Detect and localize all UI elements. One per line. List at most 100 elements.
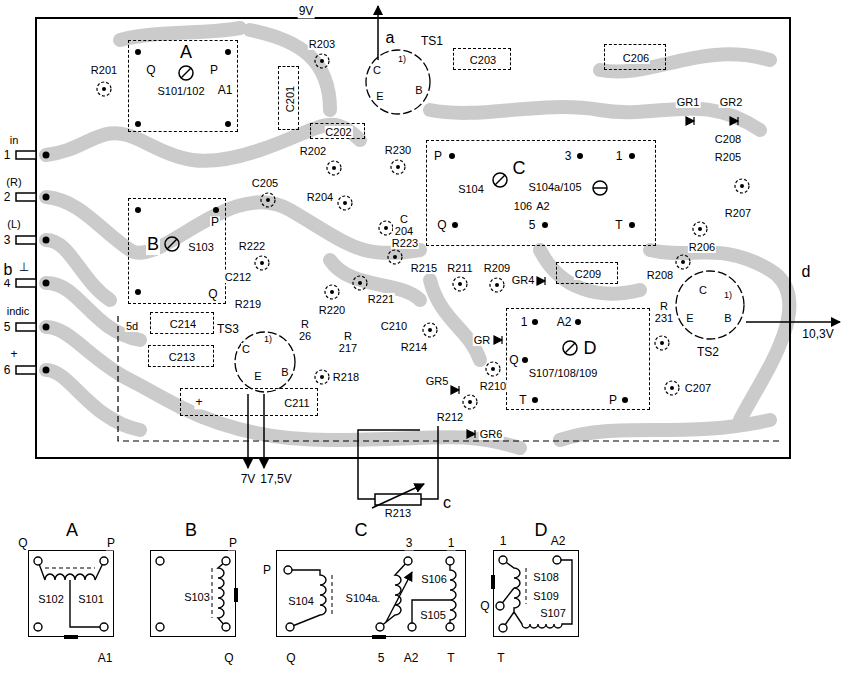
coil-symbol — [288, 570, 326, 627]
resistor-ring — [486, 362, 500, 376]
part-label: in — [9, 134, 20, 146]
solder-pad — [135, 121, 141, 127]
part-label: T — [496, 652, 505, 665]
solder-pad — [577, 153, 583, 159]
part-label: R206 — [688, 241, 716, 253]
voltage-arrow — [263, 394, 265, 468]
resistor-pad — [320, 375, 324, 379]
part-label: R218 — [332, 371, 360, 383]
module-letter: A — [179, 43, 193, 63]
transistor-outline — [235, 332, 295, 392]
resistor-pad — [428, 328, 432, 332]
module-letter: B — [184, 521, 198, 541]
part-label: R221 — [367, 293, 395, 305]
solder-pad — [43, 324, 50, 331]
part-label: Q — [479, 600, 490, 613]
diode-symbol — [686, 117, 694, 125]
resistor-pad — [384, 226, 388, 230]
solder-pad — [542, 222, 548, 228]
module-schematic: CP31S104S104a.S106S105Q5A2T — [276, 550, 466, 637]
coil-core — [332, 575, 333, 615]
part-label: 1) — [723, 291, 733, 301]
resistor-pad — [740, 184, 744, 188]
part-label: R 26 — [294, 318, 316, 342]
module-pin — [446, 623, 454, 631]
capacitor-outline: C213 — [148, 345, 214, 367]
resistor-pad — [330, 290, 334, 294]
coil-symbol — [38, 561, 104, 580]
part-label: E — [375, 90, 384, 102]
part-label: S108 — [532, 571, 560, 583]
part-label: P — [106, 537, 116, 550]
coil-module: AS101/102QPA1 — [128, 40, 238, 132]
module-pin — [446, 557, 454, 565]
part-label: R203 — [308, 38, 336, 50]
copper-trace — [430, 280, 480, 360]
trimmer-symbol — [563, 341, 577, 355]
resistor-ring — [379, 221, 393, 235]
part-label: A2 — [550, 535, 567, 548]
module-pin — [100, 557, 108, 565]
part-label: Q — [17, 537, 28, 550]
module-pin — [284, 566, 292, 574]
resistor-ring — [463, 395, 477, 409]
module-key — [372, 635, 386, 639]
part-label: B — [723, 312, 732, 324]
capacitor-outline: C202 — [310, 123, 365, 139]
part-label: C210 — [380, 320, 408, 332]
solder-pad — [135, 49, 141, 55]
resistor-ring — [315, 370, 329, 384]
trimmer-symbol — [565, 343, 575, 353]
part-label: (R) — [5, 176, 22, 188]
part-label: 3 — [3, 234, 12, 247]
part-label: P — [209, 64, 219, 77]
part-label: C203 — [469, 54, 497, 66]
part-label: 3 — [405, 537, 414, 550]
part-label: 1 — [499, 535, 508, 548]
part-label: S106 — [420, 573, 448, 585]
part-label: C211 — [283, 397, 310, 409]
part-label: S104 — [457, 183, 485, 195]
coil-symbol — [218, 561, 226, 627]
resistor-pad — [491, 367, 495, 371]
capacitor-outline: C214 — [150, 312, 214, 334]
part-label: C201 — [283, 85, 295, 113]
part-label: A1 — [217, 84, 234, 97]
resistor-pad — [660, 341, 664, 345]
part-label: GR4 — [511, 274, 536, 286]
part-label: + — [194, 396, 203, 409]
resistor-ring — [353, 276, 367, 290]
part-label: 1) — [263, 335, 273, 345]
resistor-ring — [261, 193, 275, 207]
part-label: R201 — [90, 64, 118, 76]
resistor-ring — [97, 82, 111, 96]
part-label: C207 — [684, 382, 712, 394]
part-label: R 231 — [653, 300, 675, 324]
solder-pad — [522, 357, 528, 363]
trimmer-symbol — [179, 66, 193, 80]
part-label: S101/102 — [156, 85, 205, 97]
part-label: R230 — [384, 144, 412, 156]
part-label: T — [614, 219, 623, 232]
part-label: R210 — [479, 380, 507, 392]
resistor-ring — [490, 278, 504, 292]
module-pin — [376, 623, 384, 631]
copper-trace — [46, 197, 420, 253]
part-label: GR5 — [425, 375, 450, 387]
part-label: C209 — [574, 268, 602, 280]
connector-pin — [16, 279, 36, 287]
capacitor-outline: + C211 — [180, 388, 318, 416]
diode-symbol — [451, 117, 738, 438]
solder-pad — [452, 222, 458, 228]
module-pin — [499, 624, 507, 632]
callout-letter: b — [3, 261, 14, 279]
trimmer-symbol — [495, 175, 505, 185]
resistor-pad — [260, 261, 264, 265]
resistor-ring — [676, 255, 690, 269]
part-label: ⊥ — [18, 261, 30, 274]
resistor-ring — [423, 323, 437, 337]
diode-symbol — [730, 117, 738, 125]
resistor-pad — [468, 400, 472, 404]
potentiometer-symbol — [372, 484, 424, 508]
trimmer-symbol — [493, 173, 507, 187]
